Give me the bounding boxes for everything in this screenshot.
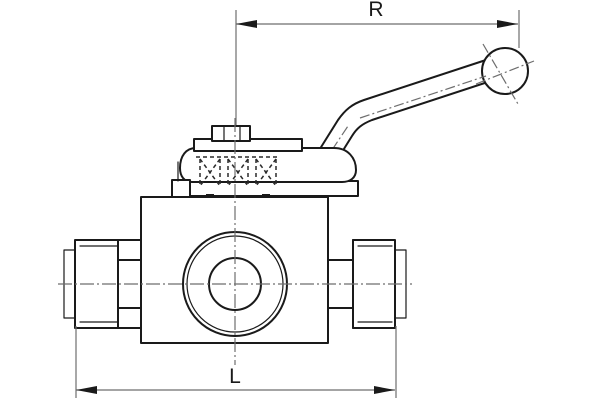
stem-nut — [211, 125, 251, 142]
lever-hub-assembly — [171, 125, 359, 222]
dimension-l-label: L — [229, 365, 241, 388]
centerlines — [58, 118, 412, 365]
dimension-r: R — [235, 0, 520, 130]
lever-arm-centerline-upper — [359, 75, 487, 119]
dimension-r-arrow-right — [497, 20, 518, 28]
handle-lever-assembly — [285, 43, 535, 191]
dimension-r-arrow-left — [236, 20, 257, 28]
dimension-l-arrow-left — [76, 386, 97, 394]
dimension-l: L — [75, 326, 397, 398]
handle-ball-knob — [481, 47, 529, 95]
hub-base-plate — [177, 180, 359, 197]
dimension-l-arrow-right — [374, 386, 395, 394]
stop-pin-block — [171, 179, 191, 198]
knob-centerline-minor — [475, 60, 535, 85]
dimension-r-label: R — [368, 0, 383, 21]
knob-centerline-major — [482, 43, 519, 105]
